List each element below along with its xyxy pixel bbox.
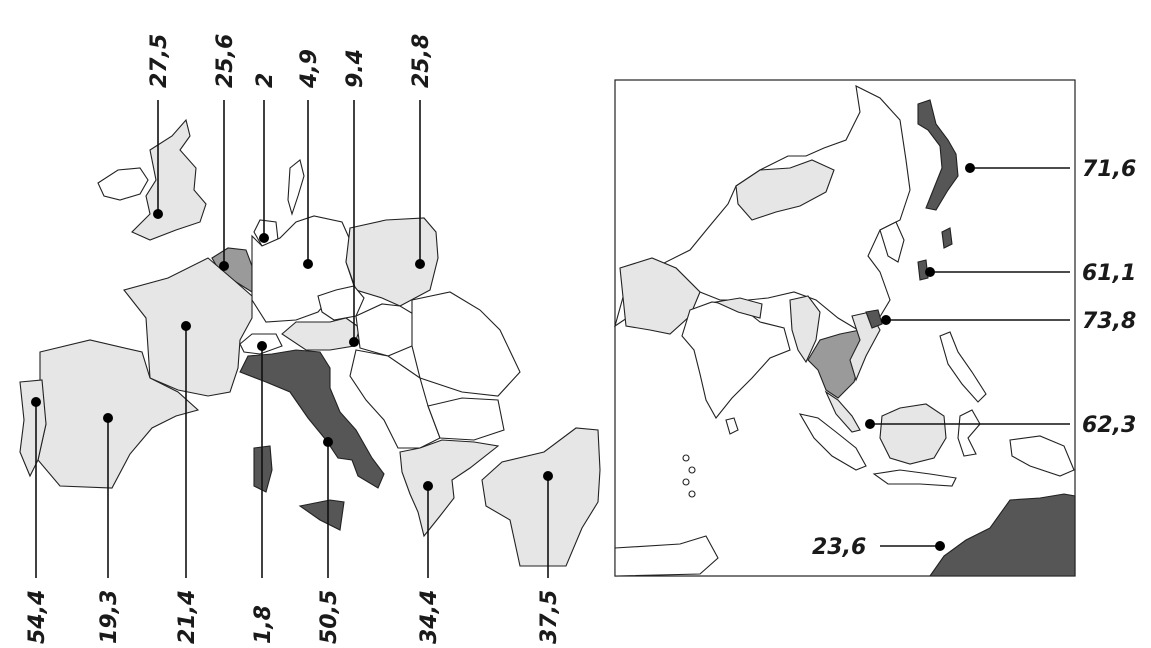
- label-poland: 25,8: [409, 34, 434, 88]
- label-hongkong: 73,8: [1082, 309, 1136, 334]
- sumatra-region: [798, 413, 867, 471]
- scandinavia-region: [287, 159, 305, 216]
- italy-region: [239, 349, 385, 489]
- label-japan: 71,6: [1082, 157, 1136, 182]
- asia-labels: 71,6 61,1 73,8 62,3 23,6: [812, 157, 1136, 560]
- asia-frame: [614, 79, 1076, 577]
- java-region: [872, 469, 957, 487]
- label-switzerland: 1,8: [251, 605, 276, 644]
- sulawesi-region: [957, 409, 981, 457]
- asia-leaders: [865, 163, 1070, 551]
- romania-region: [411, 291, 521, 397]
- sardinia-region: [253, 445, 273, 493]
- srilanka-region: [725, 417, 739, 435]
- philippines-region: [939, 331, 987, 403]
- japan-south-region: [941, 227, 953, 249]
- newguinea-region: [1009, 435, 1075, 477]
- mongolia-region: [735, 159, 835, 221]
- label-spain: 19,3: [97, 590, 122, 644]
- maldives-region: [682, 454, 696, 498]
- myanmar-region: [789, 295, 821, 364]
- taiwan-region: [917, 259, 929, 281]
- label-france: 21,4: [175, 590, 200, 644]
- label-netherlands: 2: [253, 73, 278, 88]
- label-uk: 27,5: [147, 34, 172, 88]
- label-portugal: 54,4: [25, 590, 50, 644]
- sicily-region: [298, 499, 345, 531]
- asia-map: [614, 79, 1076, 577]
- turkey-region: [481, 427, 601, 567]
- australia-region: [928, 493, 1076, 577]
- label-singapore: 62,3: [1082, 413, 1136, 438]
- ireland-region: [97, 167, 149, 201]
- greece-region: [399, 439, 500, 538]
- hungary-region: [355, 303, 421, 357]
- europe-top-labels: 27,5 25,6 2 4,9 9.4 25,8: [147, 34, 434, 89]
- uk-region: [131, 118, 207, 241]
- korea-region: [879, 221, 905, 263]
- label-turkey: 37,5: [537, 590, 562, 644]
- label-germany: 4,9: [297, 49, 322, 89]
- malaysia-region: [824, 390, 861, 433]
- arabia-region: [614, 535, 719, 577]
- poland-region: [345, 217, 439, 307]
- label-australia: 23,6: [812, 535, 866, 560]
- india-region: [681, 301, 791, 419]
- czech-region: [317, 285, 365, 321]
- borneo-region: [879, 403, 947, 465]
- label-belgium: 25,6: [213, 34, 238, 88]
- label-greece: 34,4: [417, 590, 442, 644]
- hongkong-region: [865, 309, 883, 329]
- europe-leaders: [31, 100, 553, 578]
- bulgaria-region: [427, 397, 505, 441]
- austria-region: [281, 317, 361, 351]
- nepal-region: [714, 297, 763, 319]
- label-czech: 9.4: [343, 49, 368, 88]
- europe-map: [19, 118, 601, 567]
- label-taiwan: 61,1: [1082, 261, 1136, 286]
- label-italy: 50,5: [317, 590, 342, 644]
- europe-bottom-labels: 54,4 19,3 21,4 1,8 50,5 34,4 37,5: [25, 590, 562, 644]
- japan-region: [917, 99, 959, 211]
